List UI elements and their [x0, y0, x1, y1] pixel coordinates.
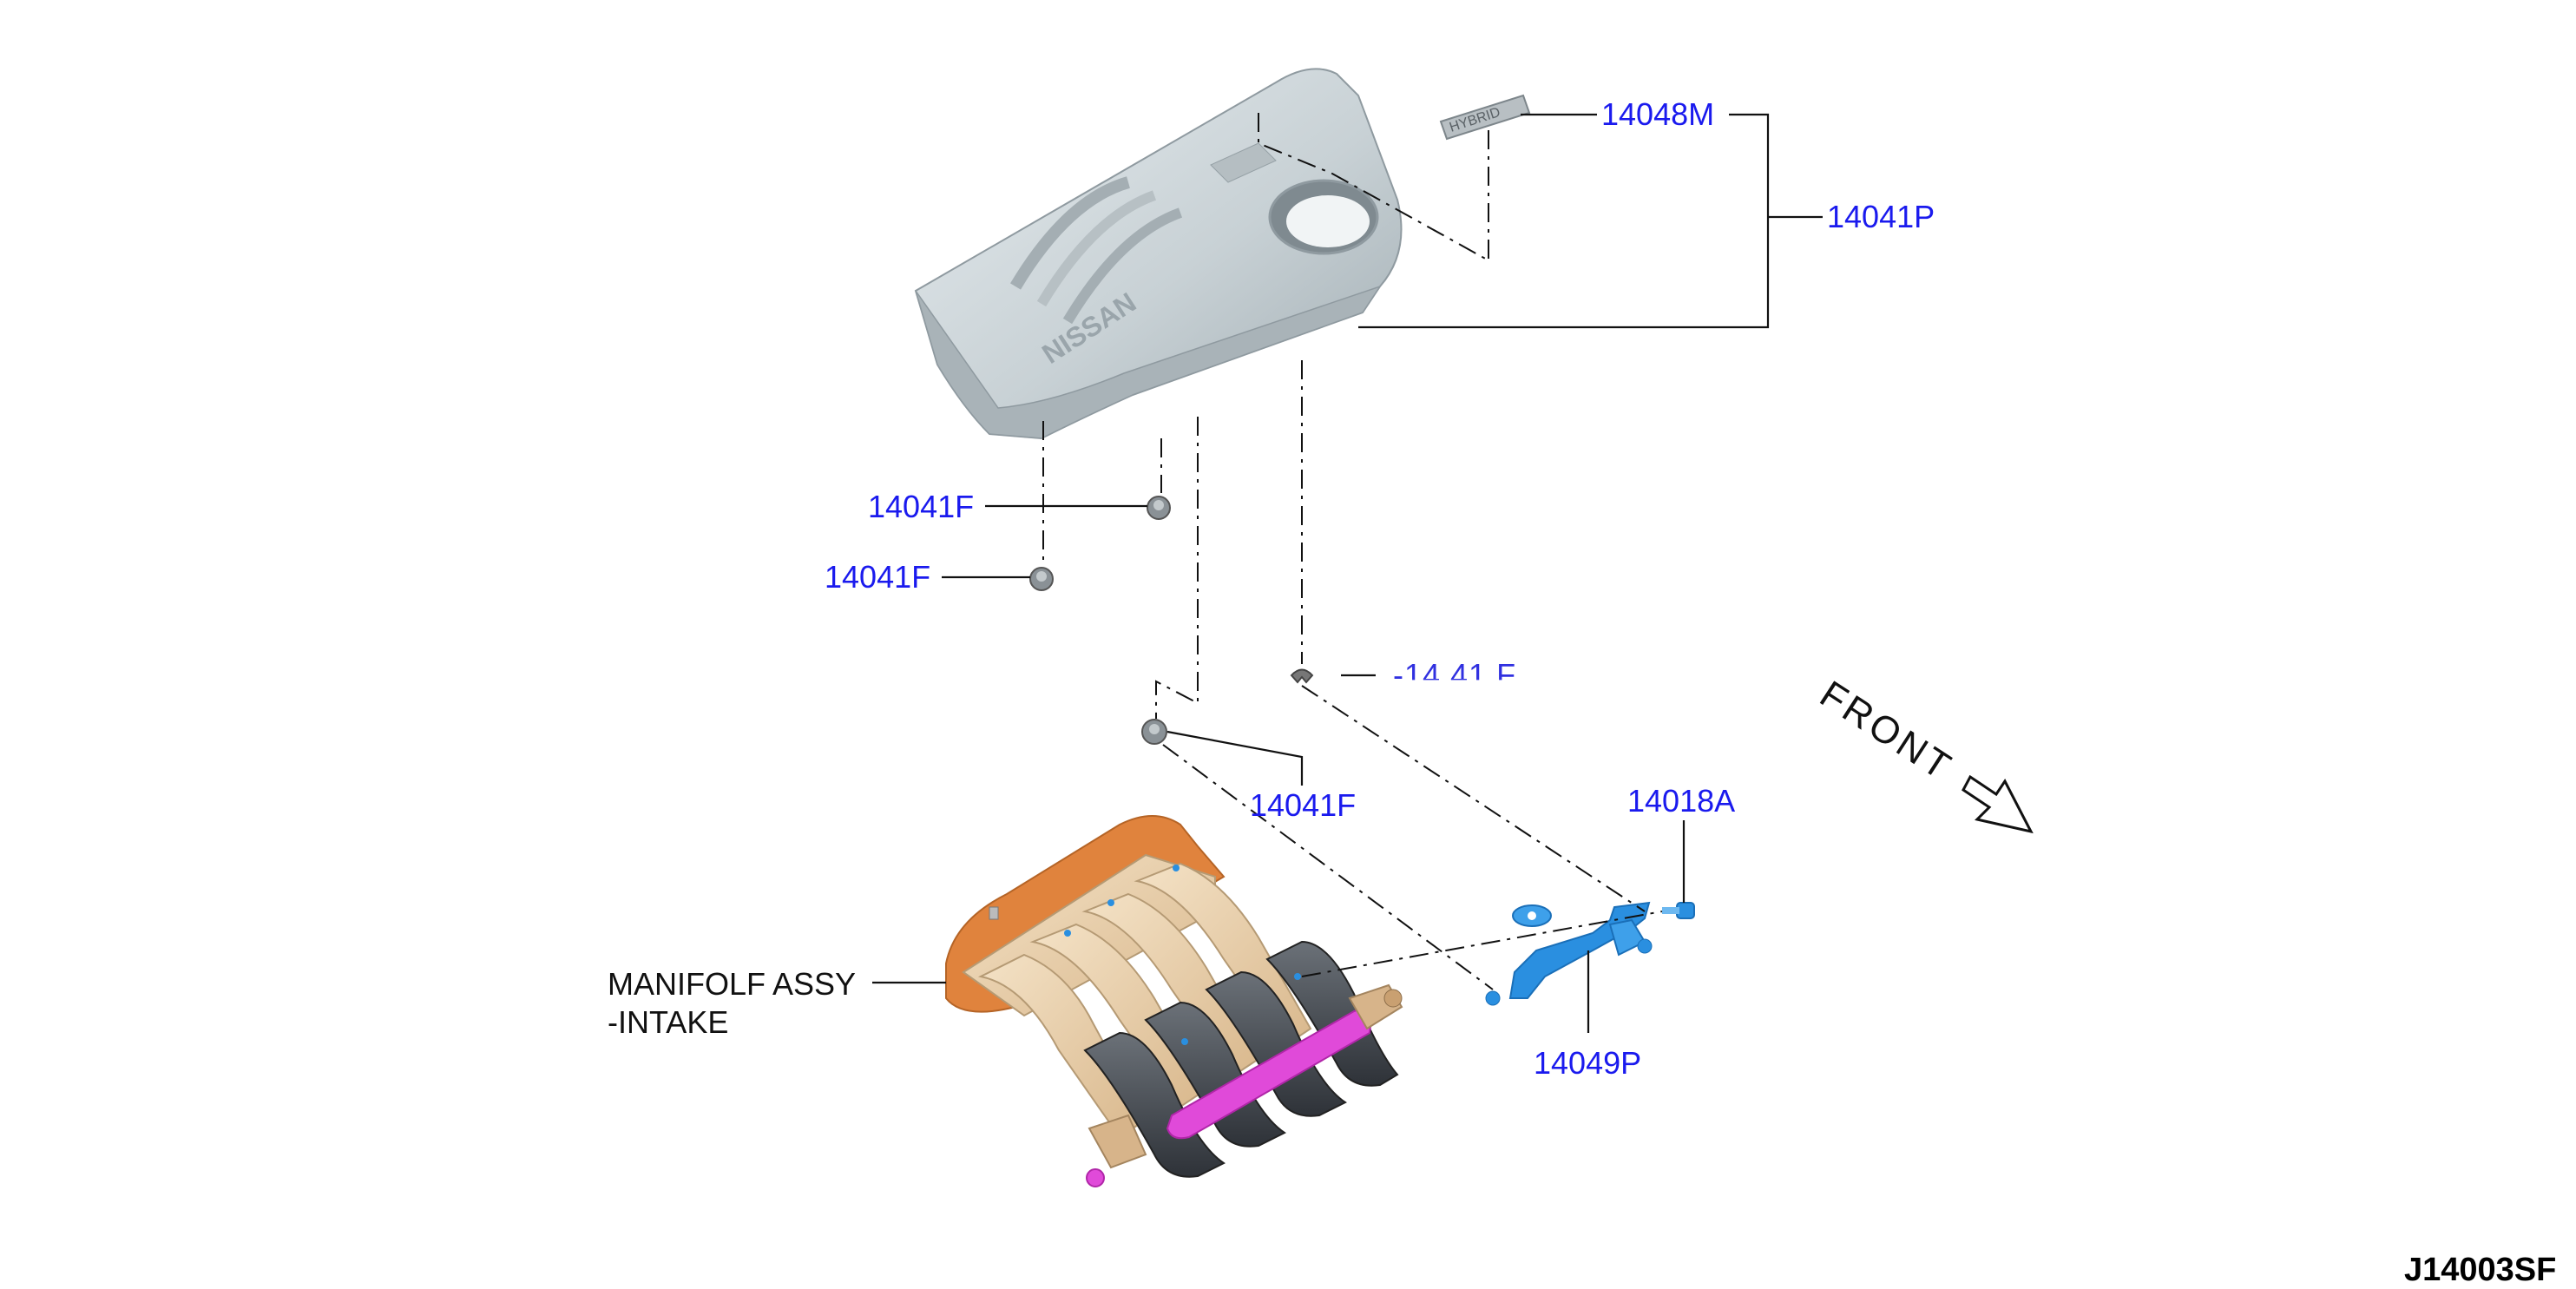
engine-cover[interactable]: NISSAN — [914, 68, 1403, 440]
intake-manifold[interactable] — [945, 815, 1403, 1187]
front-arrow-icon — [1962, 774, 2034, 834]
assembly-dash-lines — [1042, 113, 1663, 990]
hybrid-badge[interactable]: HYBRID — [1439, 94, 1531, 141]
callout-14041P[interactable]: 14041P — [1827, 199, 1935, 234]
callout-manifold-line2[interactable]: -INTAKE — [608, 1004, 729, 1040]
callout-14041F-upper[interactable]: 14041F — [868, 489, 975, 524]
callout-14041F-middle[interactable]: 14041F — [825, 559, 931, 595]
callout-14048M[interactable]: 14048M — [1601, 96, 1715, 132]
leader-lines — [872, 113, 1823, 1033]
bolt-part[interactable] — [1662, 902, 1695, 919]
callout-14041F-partial[interactable]: -14 41 F — [1393, 657, 1517, 693]
callout-14049P[interactable]: 14049P — [1534, 1045, 1642, 1081]
grommet-1[interactable] — [1147, 496, 1171, 520]
callout-14018A[interactable]: 14018A — [1627, 783, 1736, 819]
callout-14041F-lower[interactable]: 14041F — [1250, 787, 1357, 823]
grommet-3[interactable] — [1141, 719, 1167, 745]
callout-manifold-line1[interactable]: MANIFOLF ASSY — [608, 966, 857, 1002]
clip-part[interactable] — [1290, 668, 1314, 684]
diagram-reference-code: J14003SF — [2404, 1252, 2557, 1288]
bracket-part[interactable] — [1485, 901, 1653, 1006]
grommet-2[interactable] — [1029, 567, 1054, 591]
